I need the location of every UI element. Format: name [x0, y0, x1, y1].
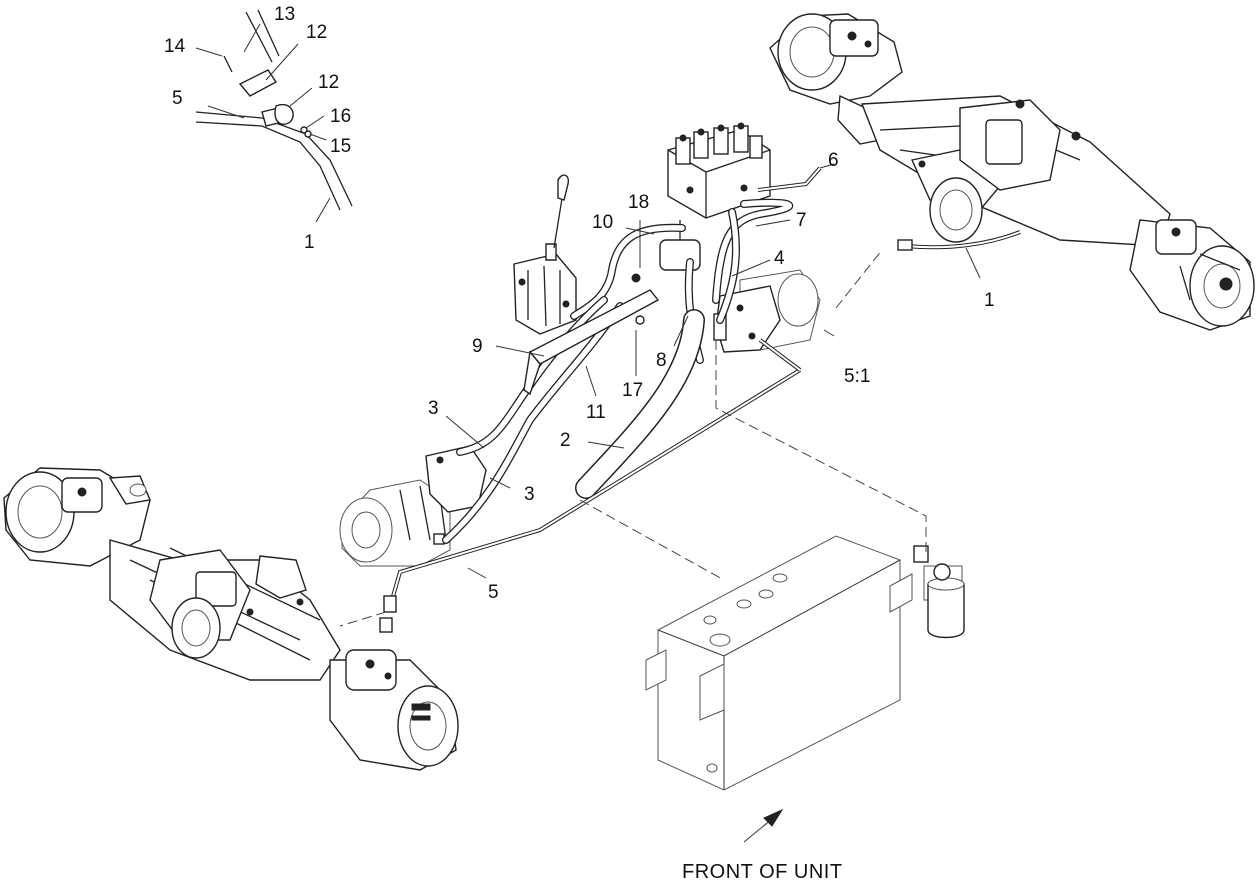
callout-2: 2 — [560, 430, 571, 451]
callout-13: 13 — [274, 4, 295, 25]
main-control-valve — [659, 122, 771, 271]
callout-5-1: 5:1 — [844, 366, 870, 387]
drive-pump — [339, 445, 487, 567]
connection-lines — [339, 249, 927, 627]
callout-12: 12 — [318, 72, 339, 93]
callout-1: 1 — [984, 290, 995, 311]
charge-pump — [713, 269, 821, 353]
leader-lines — [445, 163, 981, 579]
callout-12: 12 — [306, 22, 327, 43]
callout-5: 5 — [172, 88, 183, 109]
callout-15: 15 — [330, 136, 351, 157]
clip-detail — [195, 9, 353, 223]
front-of-unit-label: FRONT OF UNIT — [682, 861, 843, 883]
callout-3: 3 — [524, 484, 535, 505]
callout-16: 16 — [330, 106, 351, 127]
arrow-icon — [743, 808, 784, 843]
callout-4: 4 — [774, 248, 785, 269]
callout-14: 14 — [164, 36, 186, 57]
callout-18: 18 — [628, 192, 649, 213]
hoses — [379, 166, 1021, 633]
callout-9: 9 — [472, 336, 483, 357]
return-filter — [913, 545, 965, 639]
callout-6: 6 — [828, 150, 839, 171]
callout-7: 7 — [796, 210, 807, 231]
callout-3: 3 — [428, 398, 439, 419]
callout-10: 10 — [592, 212, 613, 233]
front-of-unit-indicator: FRONT OF UNIT — [682, 808, 843, 883]
callout-labels: 13 12 14 12 5 16 15 1 6 7 18 10 4 1 9 8 … — [164, 4, 995, 603]
callout-11: 11 — [586, 402, 606, 423]
front-axle — [3, 467, 459, 771]
callout-1: 1 — [304, 232, 315, 253]
callout-8: 8 — [656, 350, 667, 371]
callout-5: 5 — [488, 582, 499, 603]
rear-axle — [769, 13, 1255, 331]
hydraulic-tank — [645, 535, 913, 791]
steering-valve — [513, 174, 577, 335]
callout-17: 17 — [622, 380, 643, 401]
